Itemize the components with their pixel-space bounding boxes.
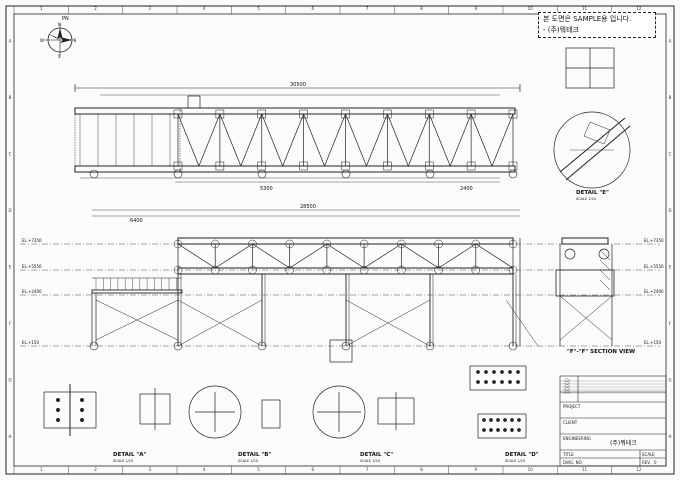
- grid-col-label: 2: [94, 467, 97, 472]
- grid-col-label: 10: [528, 467, 534, 472]
- grid-col-label: 8: [420, 467, 423, 472]
- tb-engineering: ENGINEERING: [563, 436, 591, 441]
- grid-col-label: 1: [40, 6, 43, 11]
- grid-col-label: 12: [636, 6, 642, 11]
- detail-e-scale: SCALE 1/10: [576, 197, 597, 201]
- el-top-right: EL.+7350: [644, 238, 664, 243]
- grid-row-label: E: [9, 264, 12, 269]
- tb-client: CLIENT: [563, 420, 578, 425]
- el-mid-left: EL.+5550: [22, 264, 42, 269]
- plan-left-dim: 5300: [260, 186, 273, 192]
- grid-row-label: G: [668, 377, 671, 382]
- grid-row-label: F: [669, 321, 672, 326]
- grid-row-label: H: [668, 434, 671, 439]
- plan-total-dim: 30500: [290, 82, 306, 88]
- grid-col-label: 4: [203, 467, 206, 472]
- grid-col-label: 8: [420, 6, 423, 11]
- grid-col-label: 3: [149, 6, 152, 11]
- north-label: PN: [62, 16, 69, 22]
- grid-col-label: 9: [475, 6, 478, 11]
- grid-row-label: D: [8, 208, 11, 213]
- tb-rev: REV.: [642, 460, 651, 465]
- grid-row-label: D: [668, 208, 671, 213]
- grid-row-label: H: [8, 434, 11, 439]
- section-ff-title: "F"-"F" SECTION VIEW: [567, 349, 636, 355]
- grid-row-label: G: [8, 377, 11, 382]
- detail-d-scale: SCALE 1/10: [505, 459, 526, 463]
- detail-e: [553, 47, 631, 189]
- grid-row-label: B: [9, 95, 12, 100]
- grid-col-label: 7: [366, 467, 369, 472]
- grid-col-label: 7: [366, 6, 369, 11]
- north-n: N: [58, 22, 61, 27]
- plan-right-dim: 2400: [460, 186, 473, 192]
- elevation-view: [20, 169, 660, 351]
- grid-row-label: E: [669, 264, 672, 269]
- el-low-left: EL.+2400: [22, 289, 42, 294]
- grid-row-label: A: [669, 38, 672, 43]
- grid-row-label: F: [9, 321, 12, 326]
- el-mid-right: EL.+5550: [644, 264, 664, 269]
- tb-project: PROJECT: [563, 404, 581, 409]
- north-s: S: [58, 54, 61, 59]
- grid-col-label: 5: [257, 467, 260, 472]
- detail-a-scale: SCALE 1/10: [113, 459, 134, 463]
- grid-col-label: 3: [149, 467, 152, 472]
- north-e: E: [74, 38, 77, 43]
- grid-col-label: 6: [312, 467, 315, 472]
- detail-c-scale: SCALE 1/10: [360, 459, 381, 463]
- grid-col-label: 11: [582, 467, 588, 472]
- grid-col-label: 2: [94, 6, 97, 11]
- grid-col-label: 9: [475, 467, 478, 472]
- el-low-right: EL.+2400: [644, 289, 664, 294]
- detail-b-scale: SCALE 1/10: [238, 459, 259, 463]
- inner-border: [13, 13, 667, 467]
- detail-e-title: DETAIL "E": [576, 190, 609, 196]
- el-top-left: EL.+7350: [22, 238, 42, 243]
- grid-row-label: B: [669, 95, 672, 100]
- bottom-details: [43, 339, 527, 439]
- detail-c-title: DETAIL "C": [360, 452, 394, 458]
- tb-rev-value: 0: [654, 460, 657, 465]
- sample-notice: 본 도면은 SAMPLE용 입니다. - (주)뭐테크: [538, 12, 656, 38]
- elev-total-dim: 28500: [300, 204, 316, 210]
- grid-row-label: C: [669, 151, 672, 156]
- title-block: [559, 375, 667, 467]
- north-w: W: [40, 38, 44, 43]
- grid-col-label: 10: [528, 6, 534, 11]
- elev-left-dim: 6400: [130, 218, 143, 224]
- grid-row-label: A: [9, 38, 12, 43]
- north-arrow: [44, 24, 76, 56]
- grid-col-label: 4: [203, 6, 206, 11]
- tb-title: TITLE: [563, 452, 574, 457]
- grid-col-label: 11: [582, 6, 588, 11]
- detail-b-title: DETAIL "B": [238, 452, 272, 458]
- grid-col-label: 5: [257, 6, 260, 11]
- tb-scale: SCALE: [642, 452, 655, 457]
- sample-notice-line1: 본 도면은 SAMPLE용 입니다.: [543, 15, 632, 23]
- tb-company: (주)뭐테크: [610, 440, 637, 447]
- grid-col-label: 12: [636, 467, 642, 472]
- sample-notice-line2: - (주)뭐테크: [543, 26, 579, 34]
- grid-col-label: 1: [40, 467, 43, 472]
- grid-row-label: C: [9, 151, 12, 156]
- plan-view: [74, 84, 521, 183]
- el-ground-right: EL.+150: [644, 340, 662, 345]
- detail-a-title: DETAIL "A": [113, 452, 147, 458]
- el-ground-left: EL.+150: [22, 340, 40, 345]
- grid-col-label: 6: [312, 6, 315, 11]
- section-ff: [555, 237, 615, 346]
- detail-d-title: DETAIL "D": [505, 452, 539, 458]
- tb-dwg-no: DWG. NO.: [563, 460, 583, 465]
